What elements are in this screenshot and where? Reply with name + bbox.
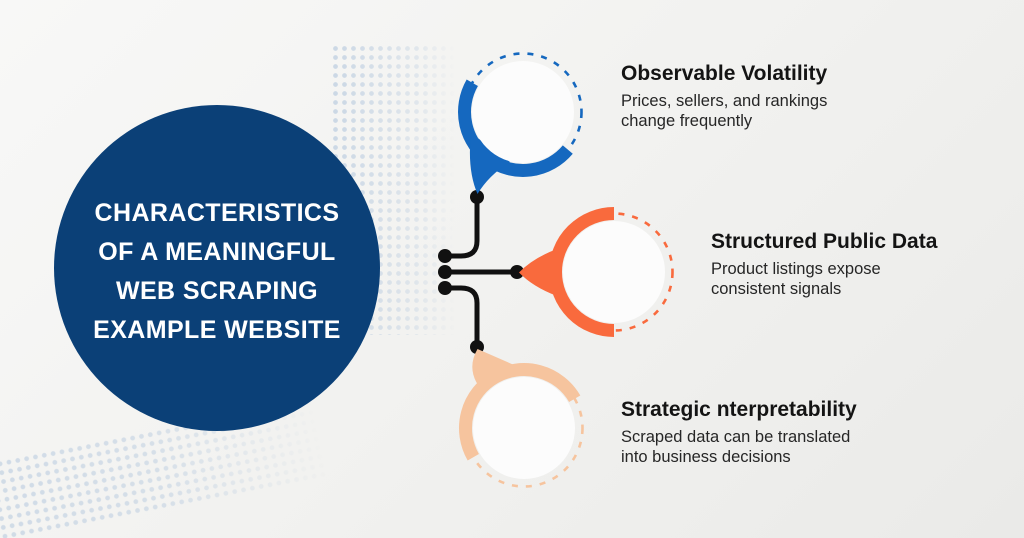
node-description-line: into business decisions — [621, 448, 791, 466]
node-description-line: consistent signals — [711, 280, 842, 298]
node-label-observable-volatility: Observable Volatility Prices, sellers, a… — [621, 61, 827, 131]
connector-wires — [438, 190, 524, 354]
node-ring-observable-volatility — [458, 52, 583, 194]
inner-circle — [563, 221, 665, 323]
node-description-line: Product listings expose — [711, 260, 881, 278]
hub-title-line: OF A MEANINGFUL — [98, 238, 335, 266]
bubble-tail — [469, 133, 510, 194]
connector-line-bottom — [442, 285, 480, 350]
solid-arc — [458, 363, 581, 461]
connector-dot — [438, 281, 452, 295]
node-ring-structured-public-data — [519, 207, 674, 337]
node-ring-strategic-interpretability — [458, 349, 584, 488]
node-description-line: Prices, sellers, and rankings — [621, 92, 828, 110]
inner-circle — [472, 61, 574, 163]
connector-line-top — [442, 194, 480, 259]
node-title: Strategic nterpretability — [621, 398, 857, 421]
node-title: Observable Volatility — [621, 62, 828, 85]
node-description-line: Scraped data can be translated — [621, 428, 851, 446]
node-label-strategic-interpretability: Strategic nterpretability Scraped data c… — [621, 397, 857, 467]
bubble-tail — [472, 349, 514, 388]
hub-title-line: WEB SCRAPING — [116, 277, 318, 305]
node-description-line: change frequently — [621, 112, 753, 130]
hub-title-line: CHARACTERISTICS — [95, 199, 340, 227]
connector-dot — [470, 190, 484, 204]
connector-dot — [438, 249, 452, 263]
hub-circle-shape — [54, 105, 380, 431]
bubble-tail — [519, 249, 557, 296]
inner-circle — [473, 377, 575, 479]
node-title: Structured Public Data — [711, 230, 938, 253]
connector-dot — [438, 265, 452, 279]
node-label-structured-public-data: Structured Public Data Product listings … — [711, 229, 937, 299]
connector-dot — [510, 265, 524, 279]
hub-circle: CHARACTERISTICS OF A MEANINGFUL WEB SCRA… — [54, 105, 380, 431]
hub-title-line: EXAMPLE WEBSITE — [93, 316, 341, 344]
